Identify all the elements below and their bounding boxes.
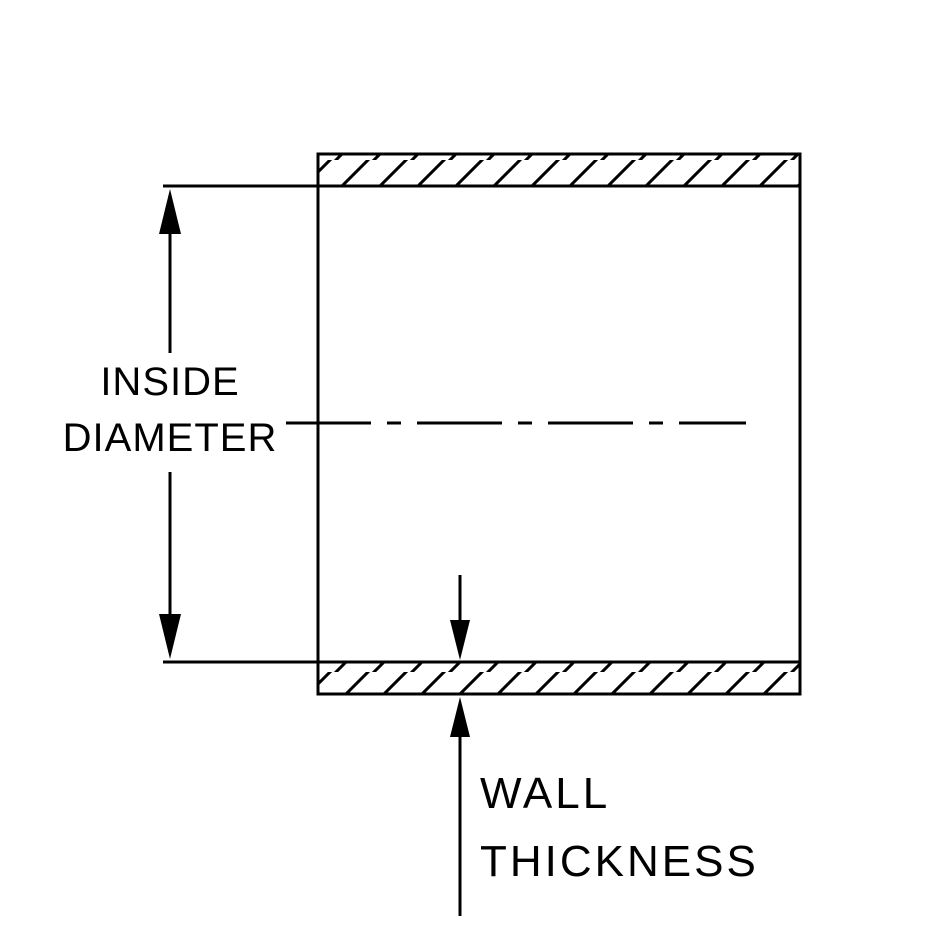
inside-diameter-arrow-up-icon — [159, 189, 181, 234]
wall-thickness-label-line1: WALL — [480, 769, 611, 818]
wall-thickness-label-line2: THICKNESS — [480, 837, 759, 886]
top-wall-hatch — [316, 152, 802, 188]
inside-diameter-arrow-down-icon — [159, 614, 181, 659]
inside-diameter-label-line2: DIAMETER — [62, 416, 278, 460]
wall-thickness-arrow-down-icon — [450, 620, 470, 660]
bottom-wall-hatch — [316, 660, 802, 696]
inside-diameter-label-line1: INSIDE — [100, 360, 240, 404]
wall-thickness-arrow-up-icon — [450, 697, 470, 737]
